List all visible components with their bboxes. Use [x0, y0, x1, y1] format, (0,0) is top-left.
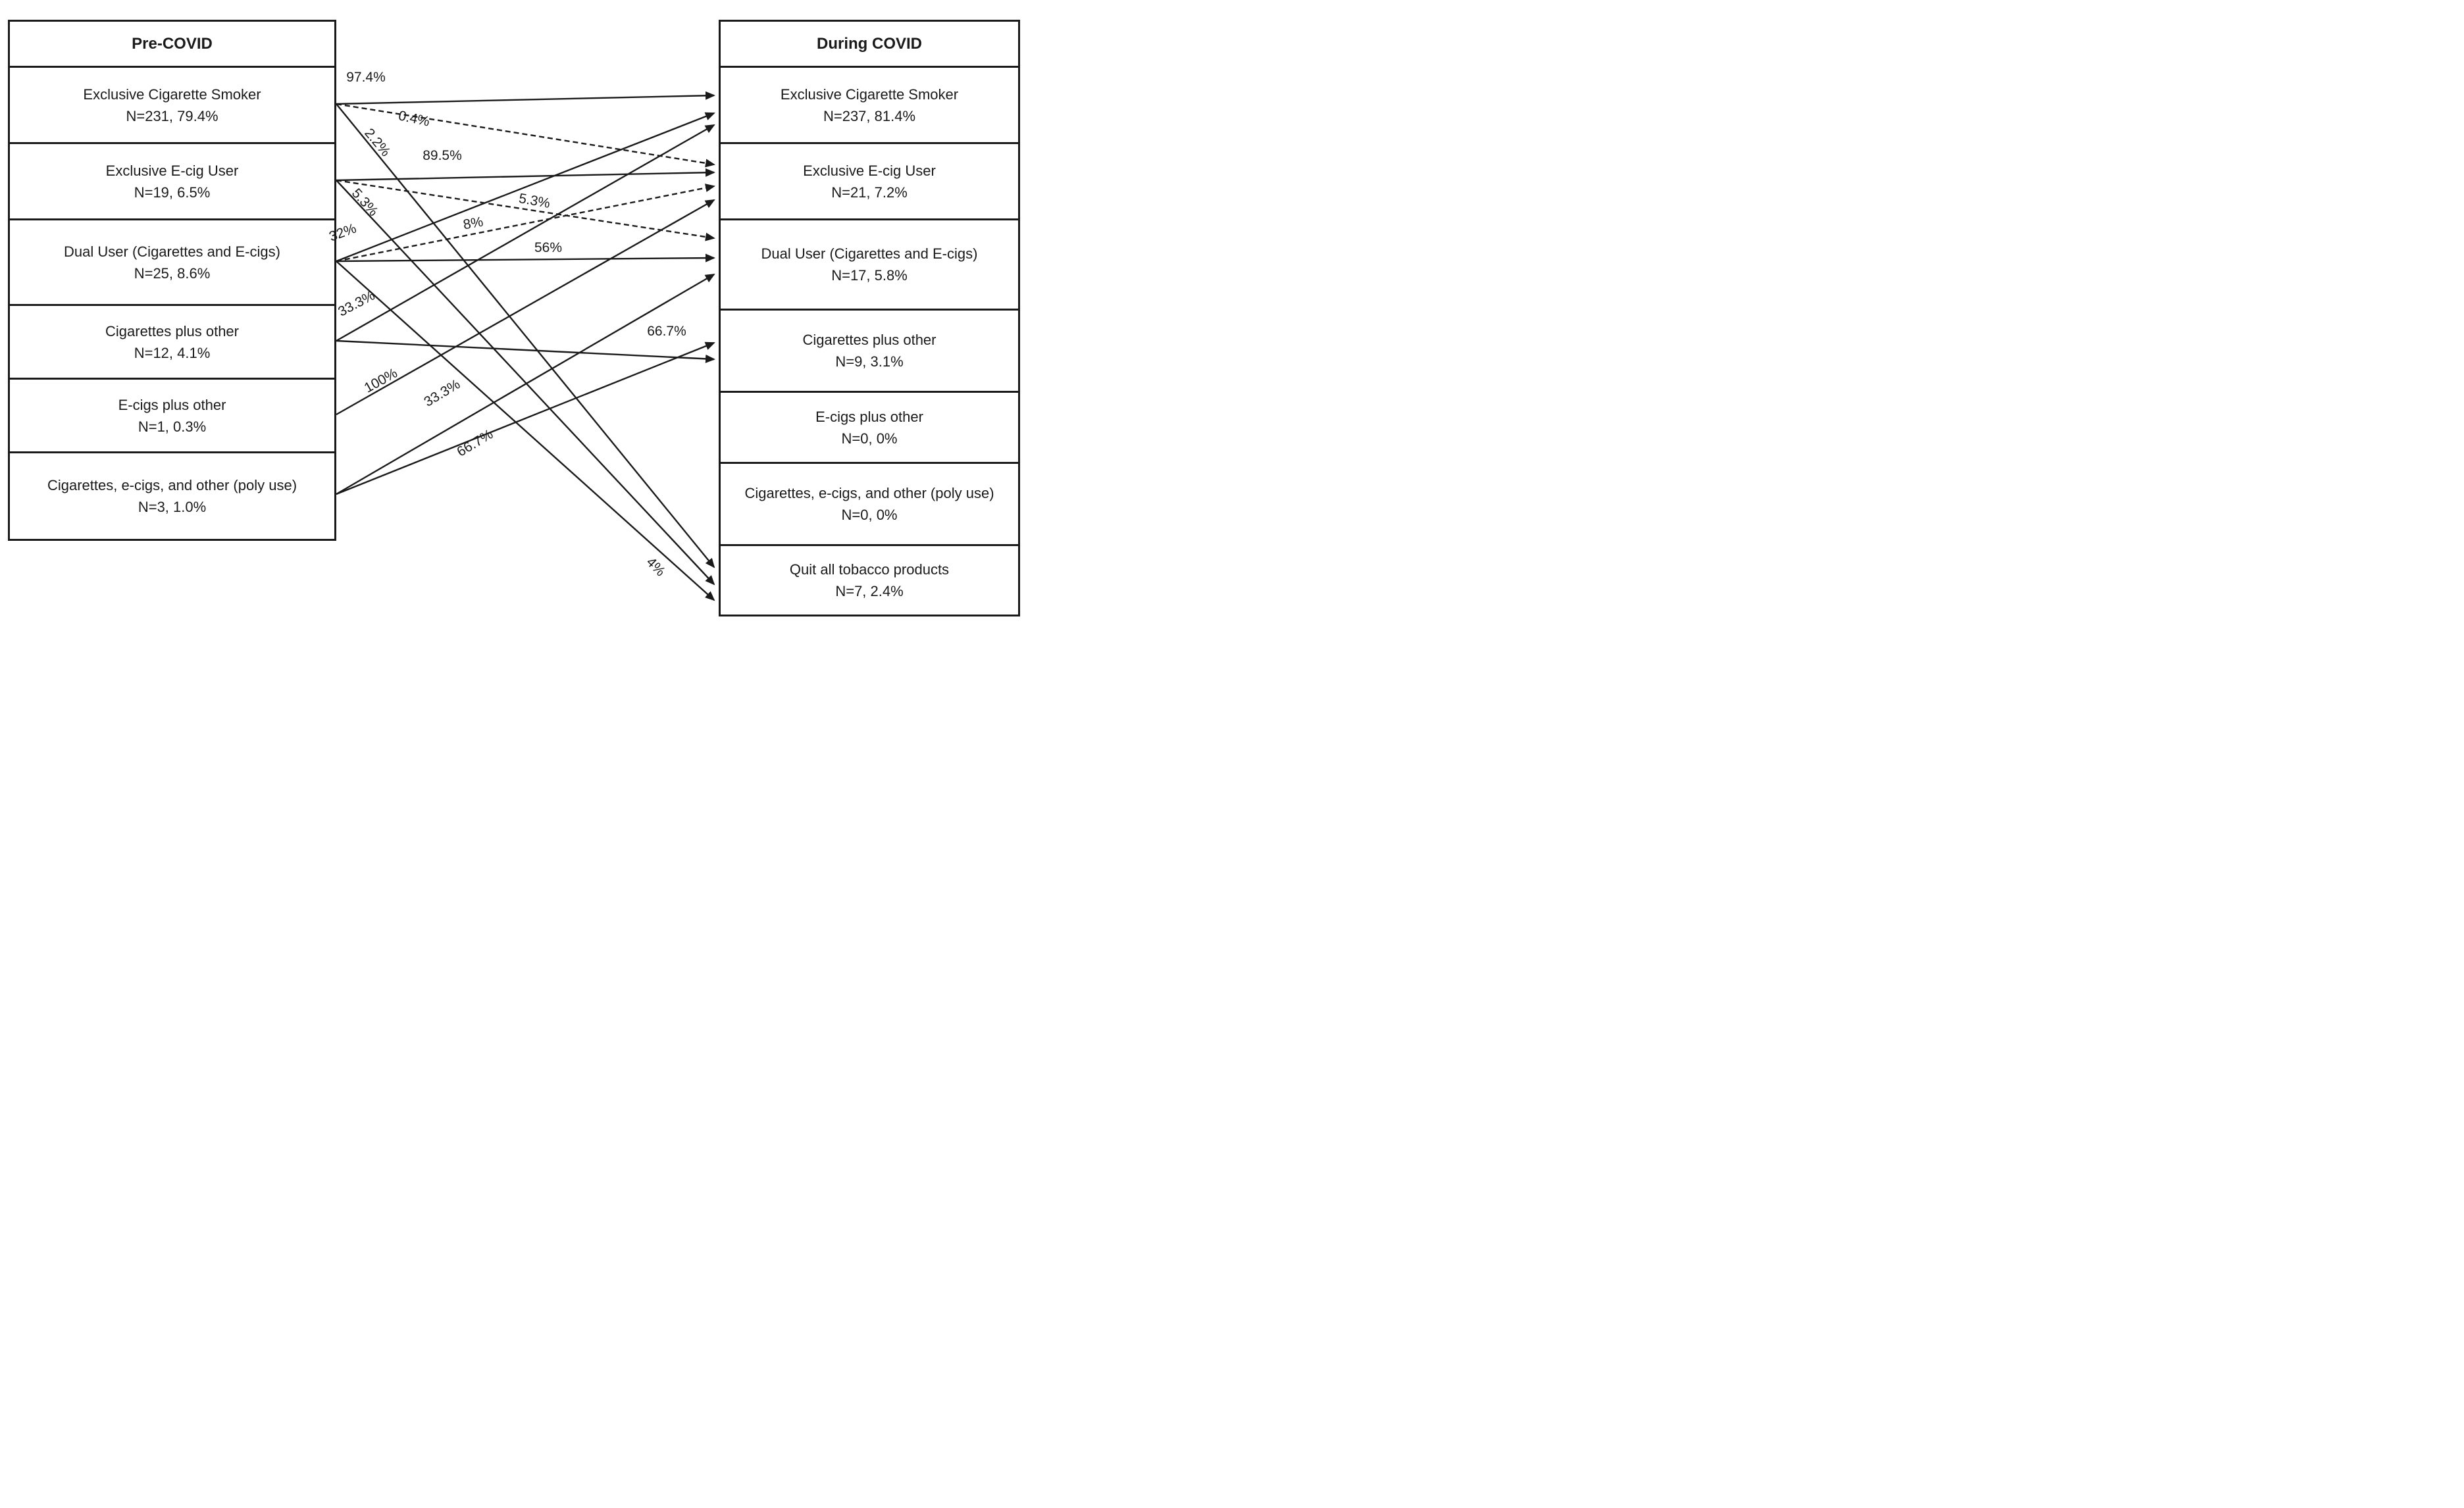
box-stats: N=25, 8.6%: [134, 264, 211, 282]
pre-covid-table: Pre-COVID Exclusive Cigarette Smoker N=2…: [8, 20, 336, 541]
during-covid-title: During COVID: [817, 34, 922, 53]
arrow-path-7: [336, 184, 715, 263]
pre-covid-row-poly-use: Cigarettes, e-cigs, and other (poly use)…: [10, 453, 334, 539]
transition-diagram: Pre-COVID Exclusive Cigarette Smoker N=2…: [0, 0, 1027, 628]
pre-covid-row-cigarettes-plus-other: Cigarettes plus other N=12, 4.1%: [10, 306, 334, 380]
box-label: E-cigs plus other: [815, 408, 923, 425]
box-label: E-cigs plus other: [118, 396, 226, 413]
arrow-layer: [336, 91, 715, 601]
during-covid-table: During COVID Exclusive Cigarette Smoker …: [719, 20, 1020, 616]
during-covid-row-quit-all: Quit all tobacco products N=7, 2.4%: [721, 546, 1018, 615]
box-label: Cigarettes plus other: [802, 332, 937, 348]
box-label: Cigarettes plus other: [105, 322, 239, 339]
arrow-path-14: [336, 341, 715, 495]
box-label: Quit all tobacco products: [789, 561, 950, 578]
box-label: Exclusive E-cig User: [105, 162, 239, 179]
during-covid-header: During COVID: [721, 22, 1018, 68]
arrow-path-6: [336, 112, 715, 263]
arrow-path-10: [336, 124, 715, 342]
box-stats: N=237, 81.4%: [823, 107, 916, 124]
during-covid-row-exclusive-ecig: Exclusive E-cig User N=21, 7.2%: [721, 144, 1018, 220]
box-stats: N=17, 5.8%: [831, 267, 908, 284]
arrow-label-66-7-to-cig-plus: 66.7%: [647, 324, 686, 339]
arrow-path-0: [336, 91, 715, 105]
box-stats: N=231, 79.4%: [126, 107, 218, 124]
pre-covid-title: Pre-COVID: [132, 34, 213, 53]
during-covid-row-ecigs-plus-other: E-cigs plus other N=0, 0%: [721, 393, 1018, 464]
pre-covid-row-ecigs-plus-other: E-cigs plus other N=1, 0.3%: [10, 380, 334, 453]
arrow-path-9: [336, 261, 715, 601]
box-stats: N=0, 0%: [841, 430, 898, 447]
arrow-path-13: [336, 273, 715, 495]
arrow-path-12: [336, 199, 715, 416]
arrow-label-97-4: 97.4%: [346, 70, 386, 85]
pre-covid-row-exclusive-ecig: Exclusive E-cig User N=19, 6.5%: [10, 144, 334, 220]
arrow-path-11: [336, 339, 715, 363]
arrow-path-1: [336, 103, 715, 168]
box-label: Dual User (Cigarettes and E-cigs): [64, 243, 280, 260]
arrow-path-5: [336, 180, 715, 586]
during-covid-row-poly-use: Cigarettes, e-cigs, and other (poly use)…: [721, 464, 1018, 546]
pre-covid-row-exclusive-cigarette: Exclusive Cigarette Smoker N=231, 79.4%: [10, 68, 334, 144]
arrow-label-56: 56%: [534, 240, 563, 255]
box-stats: N=7, 2.4%: [835, 583, 904, 599]
during-covid-row-dual-user: Dual User (Cigarettes and E-cigs) N=17, …: [721, 220, 1018, 311]
pre-covid-row-dual-user: Dual User (Cigarettes and E-cigs) N=25, …: [10, 220, 334, 306]
box-label: Cigarettes, e-cigs, and other (poly use): [744, 485, 994, 501]
box-label: Dual User (Cigarettes and E-cigs): [761, 245, 978, 262]
box-label: Exclusive Cigarette Smoker: [83, 86, 261, 103]
arrow-path-3: [336, 168, 715, 182]
box-stats: N=3, 1.0%: [138, 499, 207, 515]
box-label: Cigarettes, e-cigs, and other (poly use): [47, 477, 297, 493]
during-covid-row-exclusive-cigarette: Exclusive Cigarette Smoker N=237, 81.4%: [721, 68, 1018, 144]
during-covid-row-cigarettes-plus-other: Cigarettes plus other N=9, 3.1%: [721, 311, 1018, 393]
box-stats: N=0, 0%: [841, 507, 898, 523]
box-stats: N=12, 4.1%: [134, 344, 211, 361]
pre-covid-header: Pre-COVID: [10, 22, 334, 68]
box-stats: N=1, 0.3%: [138, 418, 207, 435]
box-stats: N=21, 7.2%: [831, 184, 908, 201]
box-stats: N=19, 6.5%: [134, 184, 211, 201]
arrow-path-4: [336, 179, 715, 241]
box-stats: N=9, 3.1%: [835, 353, 904, 370]
box-label: Exclusive E-cig User: [803, 162, 936, 179]
box-label: Exclusive Cigarette Smoker: [780, 86, 959, 103]
arrow-label-89-5: 89.5%: [423, 148, 462, 163]
arrow-path-2: [336, 103, 715, 568]
arrow-path-8: [336, 253, 715, 263]
